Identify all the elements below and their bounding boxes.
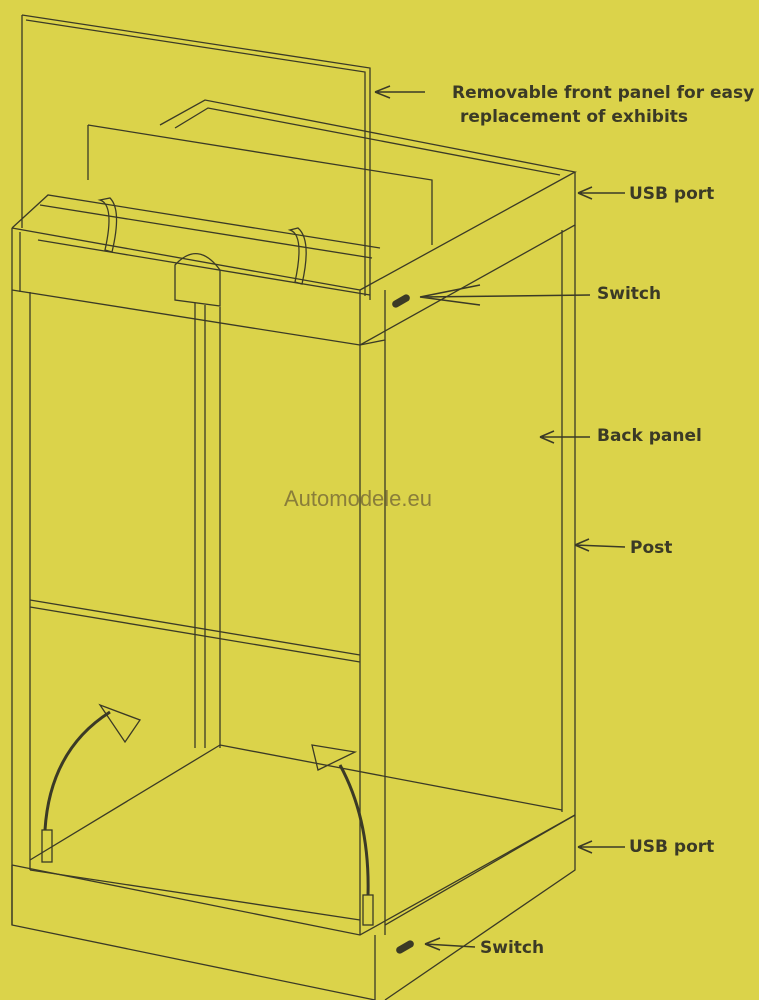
posts	[11, 225, 576, 935]
watermark: Automodele.eu	[284, 486, 432, 511]
usb-port-top-label: USB port	[629, 184, 715, 204]
floor-and-bar	[29, 599, 576, 926]
front-panel	[21, 14, 371, 300]
lamp-left	[41, 703, 142, 863]
base	[11, 814, 576, 1000]
front-panel-label: Removable front panel for easy	[452, 83, 755, 103]
lamp-header	[11, 124, 433, 346]
back-panel-label: Back panel	[597, 426, 702, 446]
switch-bottom-mark	[396, 940, 414, 954]
lamp-right	[311, 744, 374, 926]
usb-port-bottom-label: USB port	[629, 837, 715, 857]
arrows	[374, 85, 626, 951]
switch-top-mark	[392, 294, 410, 308]
switch-bottom-label: Switch	[480, 938, 545, 958]
post-label: Post	[630, 538, 673, 558]
front-panel-label-line2: replacement of exhibits	[460, 107, 689, 127]
switch-top-label: Switch	[597, 284, 662, 304]
